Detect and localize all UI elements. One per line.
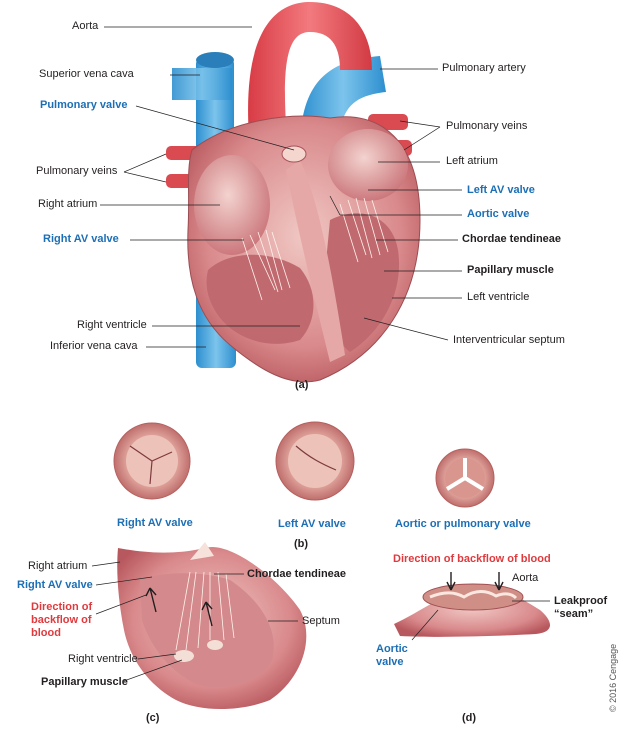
valve-semilunar — [435, 448, 495, 508]
label-aorta-d: Aorta — [512, 572, 539, 584]
label-backflow-d: Direction of backflow of blood — [393, 553, 551, 565]
panel-tag-c: (c) — [146, 712, 160, 724]
label-right-av-valve: Right AV valve — [43, 233, 119, 245]
label-right-av-valve-b: Right AV valve — [117, 517, 193, 529]
label-backflow-c-3: blood — [31, 627, 61, 639]
copyright-credit: © 2016 Cengage — [608, 643, 618, 712]
label-pulmonary-veins-right: Pulmonary veins — [446, 120, 528, 132]
label-aorta: Aorta — [72, 20, 99, 32]
left-atrium-chamber — [328, 129, 408, 201]
label-left-ventricle: Left ventricle — [467, 291, 530, 303]
label-septum: Septum — [302, 615, 340, 627]
aorta-shape — [248, 2, 372, 150]
label-pulmonary-valve: Pulmonary valve — [40, 99, 128, 111]
label-right-ventricle-c: Right ventricle — [68, 653, 138, 665]
label-interventricular-septum: Interventricular septum — [453, 334, 565, 346]
label-aortic-pulmonary-valve: Aortic or pulmonary valve — [395, 518, 531, 530]
panel-tag-d: (d) — [462, 712, 477, 724]
label-papillary-muscle-a: Papillary muscle — [467, 264, 554, 276]
label-left-atrium: Left atrium — [446, 155, 498, 167]
panel-tag-b: (b) — [294, 538, 309, 550]
label-papillary-muscle-c: Papillary muscle — [41, 676, 128, 688]
label-left-av-valve: Left AV valve — [467, 184, 535, 196]
septum-shape — [286, 160, 345, 362]
label-aortic-valve-a: Aortic valve — [467, 208, 530, 220]
panel-d-illustration — [394, 572, 550, 637]
label-pulmonary-artery: Pulmonary artery — [442, 62, 526, 74]
label-leakproof-1: Leakproof — [554, 595, 608, 607]
heart-cross-section — [166, 2, 421, 383]
label-backflow-c-2: backflow of — [31, 614, 92, 626]
label-backflow-c-1: Direction of — [31, 601, 93, 613]
label-aortic-valve-d-2: valve — [376, 656, 404, 668]
leader-lines-d — [411, 600, 550, 641]
right-atrium-chamber — [194, 155, 270, 255]
leader-lines-a — [100, 26, 462, 348]
label-right-atrium-c: Right atrium — [28, 560, 88, 572]
left-ventricle-chamber — [326, 213, 400, 352]
panel-tag-a: (a) — [295, 379, 309, 391]
label-aortic-valve-d-1: Aortic — [376, 643, 408, 655]
label-left-av-valve-b: Left AV valve — [278, 518, 346, 530]
label-chordae-tendineae-c: Chordae tendineae — [247, 568, 347, 580]
valve-right-av — [113, 422, 191, 500]
leader-lines-c — [91, 561, 298, 682]
label-chordae-tendineae-a: Chordae tendineae — [462, 233, 562, 245]
label-right-atrium: Right atrium — [38, 198, 98, 210]
label-right-av-valve-c: Right AV valve — [17, 579, 93, 591]
pulmonary-valve-shape — [281, 145, 307, 163]
label-inferior-vena-cava: Inferior vena cava — [50, 340, 138, 352]
label-pulmonary-veins-left: Pulmonary veins — [36, 165, 118, 177]
label-leakproof-2: “seam” — [554, 608, 594, 620]
panel-c-illustration — [117, 542, 307, 709]
valve-left-av — [275, 421, 355, 501]
label-right-ventricle-a: Right ventricle — [77, 319, 147, 331]
label-superior-vena-cava: Superior vena cava — [39, 68, 134, 80]
